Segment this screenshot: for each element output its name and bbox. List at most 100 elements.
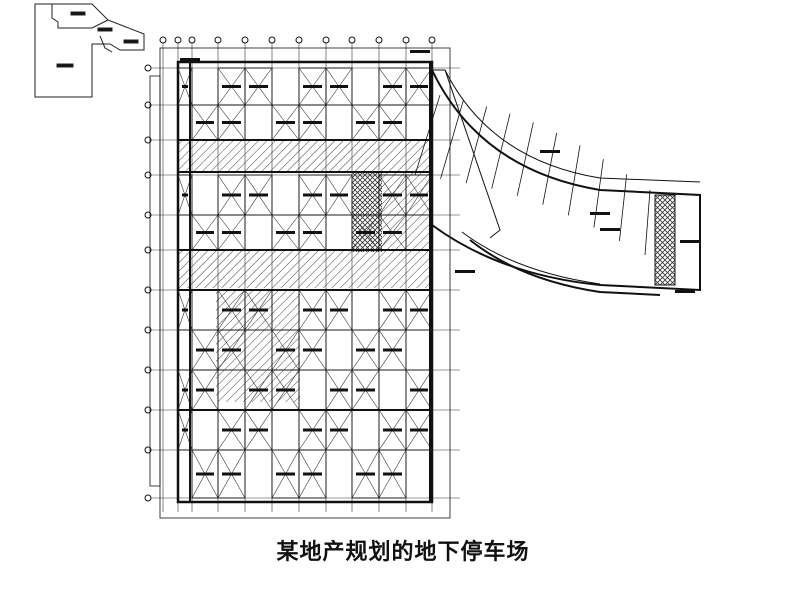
axis-bubble [375,36,383,44]
annotation [600,228,620,231]
bay-label [222,85,241,88]
bay-label [249,308,268,312]
bay-label [303,85,322,88]
bay-label [303,348,322,352]
bay-label [222,121,241,124]
bay-label [303,193,322,197]
bay-label [249,388,268,392]
bay-label [410,85,428,88]
bay-label [303,231,322,234]
bay-label [222,348,241,352]
bay-label [330,428,348,432]
bay-label [383,348,402,352]
bay-label [276,231,295,234]
parking-bay [244,67,273,106]
axis-bubble [241,36,249,44]
bay-label [410,388,428,392]
bay-label [383,472,402,476]
bay-label [276,121,295,124]
bay-label [383,428,402,432]
bay-label [249,193,268,197]
bay-label [303,121,322,124]
radial-grid-line [516,122,534,196]
bay-label [383,193,402,197]
axis-bubble [295,36,303,44]
bay-label [196,348,214,352]
key-plan [34,3,145,98]
parking-bay [217,449,246,499]
bay-label [222,428,241,432]
bay-label [330,193,348,197]
bay-label [356,472,375,476]
parking-bay [325,174,353,216]
axis-bubble [348,36,356,44]
bay-label [330,308,348,312]
bay-label [356,348,375,352]
axis-bubble [428,36,436,44]
axis-bubble [188,36,196,44]
annotation [455,270,475,273]
bay-label [182,308,188,312]
parking-bay [244,174,273,216]
bay-label [303,428,322,432]
bay-label [276,348,295,352]
axis-bubble [174,36,182,44]
drive-aisle [178,140,432,172]
parking-bay [177,174,193,216]
bay-label [276,472,295,476]
bay-label [303,308,322,312]
bay-label [249,85,268,88]
bay-label [356,231,375,234]
annotation [540,150,560,153]
bay-label [330,85,348,88]
axis-bubble [144,64,152,72]
bay-label [182,193,188,197]
bay-label [356,121,375,124]
axis-bubble [268,36,276,44]
ramp-edge [432,69,501,239]
dimension-frame [149,75,161,487]
bay-label [383,121,402,124]
bay-label [222,231,241,234]
parking-bay [298,329,327,371]
annotation [410,50,430,53]
parking-bay [378,449,407,499]
bay-label [222,308,241,312]
parking-bay [298,449,327,499]
curved-wall [444,69,701,183]
parking-bay [217,329,246,371]
radial-grid-line [619,174,628,242]
bay-label [410,428,428,432]
floor-plan-drawing [144,36,701,519]
parking-bay [378,329,407,371]
bay-label [249,428,268,432]
axis-bubble [322,36,330,44]
bay-label [222,193,241,197]
bay-label [410,193,428,197]
radial-grid-line [465,106,488,184]
radial-grid-line [414,94,441,176]
bay-label [356,388,375,392]
axis-bubble [402,36,410,44]
bay-label [196,231,214,234]
radial-grid-line [567,145,581,216]
parking-bay [177,67,193,106]
bay-label [196,121,214,124]
bay-label [383,308,402,312]
curved-ramp [469,239,661,296]
core-area [352,172,382,252]
bay-label [383,231,402,234]
axis-bubble [214,36,222,44]
bay-label [222,472,241,476]
curved-ramp [461,231,601,285]
stair [654,194,676,286]
bay-label [330,388,348,392]
annotation [180,58,200,61]
parking-floor-plan [34,3,701,519]
radial-grid-line [491,113,511,189]
bay-label [196,472,214,476]
radial-grid-line [593,159,604,228]
drive-aisle [178,250,432,288]
parking-bay [325,67,353,106]
axis-bubble [144,494,152,502]
